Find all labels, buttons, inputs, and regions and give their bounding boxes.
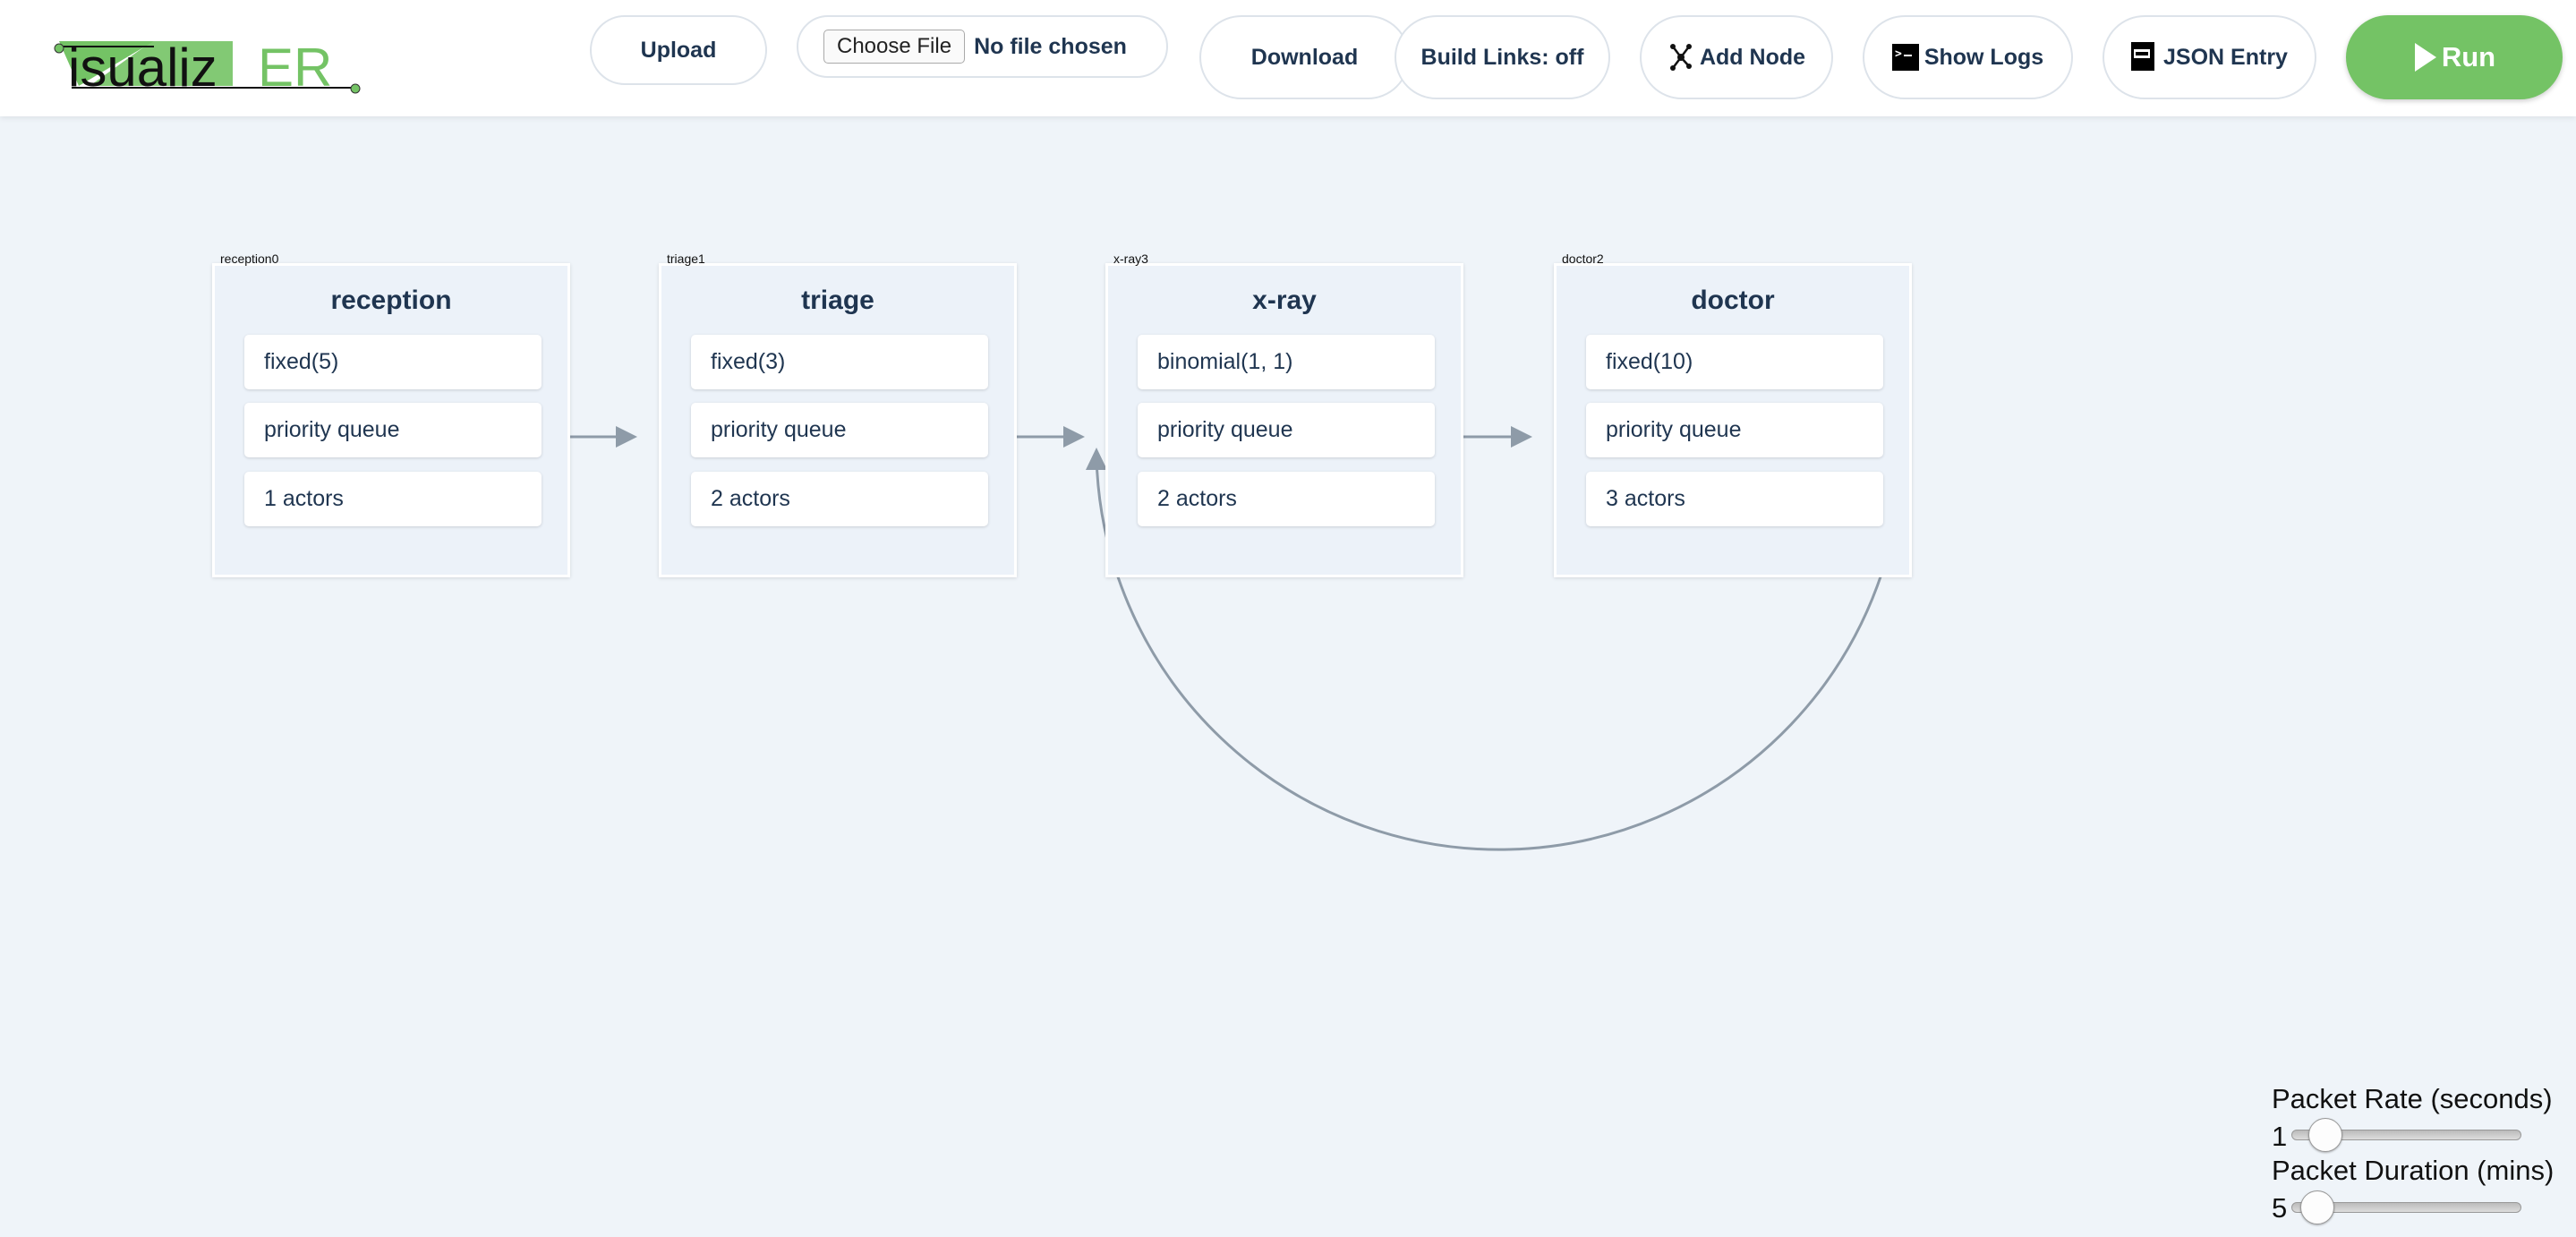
node-queue-type[interactable]: priority queue — [691, 403, 988, 457]
packet-duration-label: Packet Duration (mins) — [2272, 1155, 2555, 1186]
slider-thumb[interactable] — [2307, 1118, 2342, 1152]
terminal-icon: > — [1891, 44, 1919, 71]
packet-rate-label: Packet Rate (seconds) — [2272, 1083, 2553, 1114]
file-input[interactable]: Choose File No file chosen — [797, 15, 1168, 78]
node-x-ray[interactable]: x-ray3 x-ray binomial(1, 1) priority que… — [1105, 252, 1463, 577]
graph-nodes-icon — [1669, 44, 1692, 71]
run-button[interactable]: Run — [2346, 15, 2563, 99]
node-actors[interactable]: 2 actors — [691, 472, 988, 526]
node-triage[interactable]: triage1 triage fixed(3) priority queue 2… — [659, 252, 1017, 577]
node-id: doctor2 — [1562, 252, 1604, 266]
node-title: doctor — [1691, 286, 1775, 315]
node-actors[interactable]: 3 actors — [1586, 472, 1883, 526]
json-file-icon — [2131, 42, 2155, 71]
node-distribution[interactable]: binomial(1, 1) — [1138, 335, 1435, 389]
slider-thumb[interactable] — [2299, 1190, 2334, 1224]
node-id: reception0 — [220, 252, 279, 266]
node-reception[interactable]: reception0 reception fixed(5) priority q… — [212, 252, 570, 577]
node-queue-type[interactable]: priority queue — [244, 403, 542, 457]
node-queue-type[interactable]: priority queue — [1138, 403, 1435, 457]
node-distribution[interactable]: fixed(10) — [1586, 335, 1883, 389]
node-actors[interactable]: 2 actors — [1138, 472, 1435, 526]
add-node-button[interactable]: Add Node — [1640, 15, 1833, 99]
visualizer-logo: isualiz ER — [54, 38, 361, 97]
build-links-toggle[interactable]: Build Links: off — [1395, 15, 1610, 99]
node-id: x-ray3 — [1113, 252, 1148, 266]
packet-duration-value: 5 — [2272, 1192, 2288, 1224]
show-logs-label: Show Logs — [1923, 44, 2044, 70]
svg-text:ER: ER — [258, 38, 332, 97]
node-queue-type[interactable]: priority queue — [1586, 403, 1883, 457]
node-title: triage — [801, 286, 874, 315]
play-icon — [2414, 43, 2436, 72]
svg-text:isualiz: isualiz — [68, 38, 218, 97]
node-distribution[interactable]: fixed(5) — [244, 335, 542, 389]
json-entry-button[interactable]: JSON Entry — [2103, 15, 2316, 99]
add-node-label: Add Node — [1699, 44, 1806, 70]
choose-file-button[interactable]: Choose File — [823, 30, 966, 64]
download-button[interactable]: Download — [1199, 15, 1410, 99]
node-title: reception — [330, 286, 452, 315]
upload-button[interactable]: Upload — [590, 15, 767, 85]
build-links-label: Build Links: off — [1420, 44, 1584, 70]
arrowhead — [1511, 426, 1532, 448]
download-label: Download — [1250, 44, 1359, 70]
packet-rate-value: 1 — [2272, 1121, 2288, 1152]
json-entry-label: JSON Entry — [2163, 44, 2288, 70]
show-logs-button[interactable]: > Show Logs — [1863, 15, 2073, 99]
node-actors[interactable]: 1 actors — [244, 472, 542, 526]
node-distribution[interactable]: fixed(3) — [691, 335, 988, 389]
node-title: x-ray — [1252, 286, 1317, 315]
svg-text:>: > — [1895, 47, 1902, 61]
arrowhead — [1086, 448, 1107, 470]
run-label: Run — [2441, 41, 2496, 73]
packet-rate-slider[interactable] — [2291, 1118, 2521, 1152]
node-doctor[interactable]: doctor2 doctor fixed(10) priority queue … — [1554, 252, 1912, 577]
node-id: triage1 — [667, 252, 705, 266]
arrowhead — [616, 426, 637, 448]
top-bar: isualiz ER Upload Choose File No file ch… — [0, 0, 2576, 116]
arrowhead — [1063, 426, 1085, 448]
file-status: No file chosen — [974, 33, 1127, 59]
packet-duration-slider[interactable] — [2291, 1190, 2521, 1224]
upload-label: Upload — [640, 37, 717, 63]
